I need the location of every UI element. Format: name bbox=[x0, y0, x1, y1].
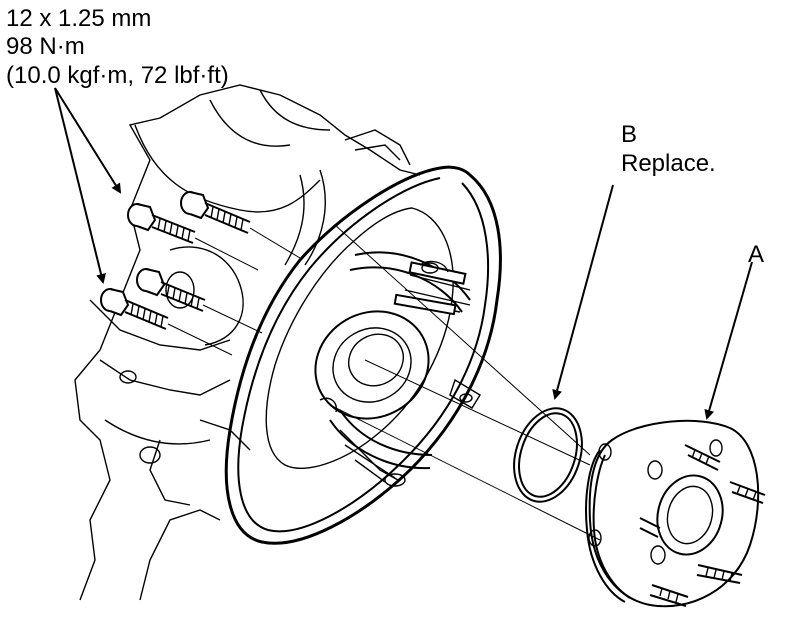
arrow-icon bbox=[704, 261, 753, 420]
knuckle-outline bbox=[74, 84, 421, 601]
mounting-bolts bbox=[100, 191, 301, 356]
bolt-torque-spec: 98 N·m bbox=[6, 33, 85, 60]
arrow-icon bbox=[54, 87, 122, 194]
arrow-icon bbox=[552, 184, 614, 400]
arrow-icon bbox=[54, 87, 106, 284]
hub-bearing-assembly bbox=[585, 419, 766, 608]
bolt bbox=[100, 288, 169, 330]
part-b-note: Replace. bbox=[621, 150, 716, 177]
bolt bbox=[127, 203, 196, 244]
bolt-torque-alt-spec: (10.0 kgf·m, 72 lbf·ft) bbox=[6, 62, 229, 89]
o-ring bbox=[513, 407, 583, 503]
part-a-letter: A bbox=[748, 241, 765, 268]
bolt bbox=[180, 191, 251, 234]
brake-backing-plate bbox=[224, 165, 502, 545]
alignment-lines bbox=[329, 224, 601, 541]
part-b-letter: B bbox=[621, 121, 638, 148]
bolt bbox=[136, 268, 206, 312]
bolt-thread-spec: 12 x 1.25 mm bbox=[6, 5, 152, 32]
leader-lines bbox=[54, 87, 753, 420]
